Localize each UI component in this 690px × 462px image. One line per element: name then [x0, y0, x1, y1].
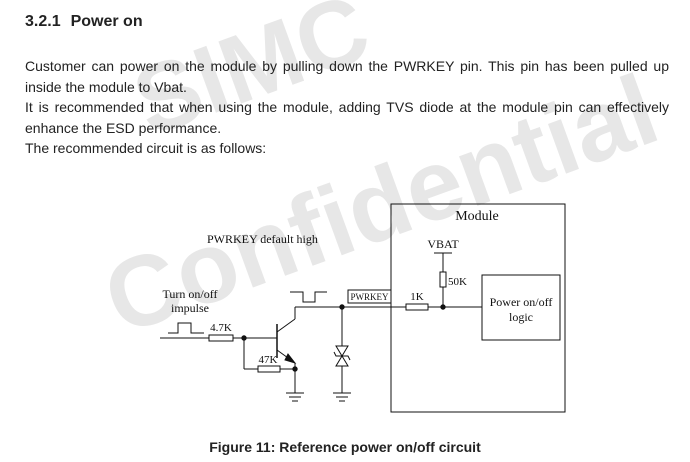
series-resistor [405, 303, 429, 311]
base-resistor [208, 334, 234, 342]
paragraph-1: Customer can power on the module by pull… [25, 58, 669, 95]
transistor-collector [276, 318, 296, 333]
pin-label: PWRKEY [351, 292, 390, 302]
input-waveform [168, 322, 204, 334]
logic-label-line1: Power on/off [490, 295, 553, 309]
be-resistor-label: 47K [259, 354, 278, 366]
tvs-diode-bar [333, 351, 351, 361]
pin-label-box [347, 289, 392, 304]
module-box [390, 203, 566, 413]
pullup-resistor-label: 50K [448, 276, 467, 288]
base-resistor-label: 4.7K [210, 322, 232, 334]
tvs-diode-lower [335, 355, 349, 367]
section-title: Power on [70, 13, 143, 30]
tvs-diode-upper [335, 345, 349, 357]
figure-caption: Figure 11: Reference power on/off circui… [209, 439, 481, 455]
emitter-arrow-icon [284, 353, 297, 364]
section-number: 3.2.1 [25, 13, 61, 30]
body-text: Customer can power on the module by pull… [25, 56, 669, 159]
series-resistor-label: 1K [410, 291, 424, 303]
pwrkey-waveform [290, 291, 327, 303]
vbat-label: VBAT [427, 237, 459, 251]
be-resistor [257, 365, 281, 373]
pwrkey-note: PWRKEY default high [207, 232, 318, 246]
paragraph-2: It is recommended that when using the mo… [25, 99, 669, 136]
pullup-resistor [439, 271, 447, 288]
section-heading: 3.2.1 Power on [25, 13, 143, 31]
logic-label-line2: logic [509, 310, 533, 324]
paragraph-3: The recommended circuit is as follows: [25, 140, 267, 156]
input-label-line2: impulse [171, 301, 209, 315]
input-label-line1: Turn on/off [162, 287, 217, 301]
module-label: Module [455, 209, 499, 224]
